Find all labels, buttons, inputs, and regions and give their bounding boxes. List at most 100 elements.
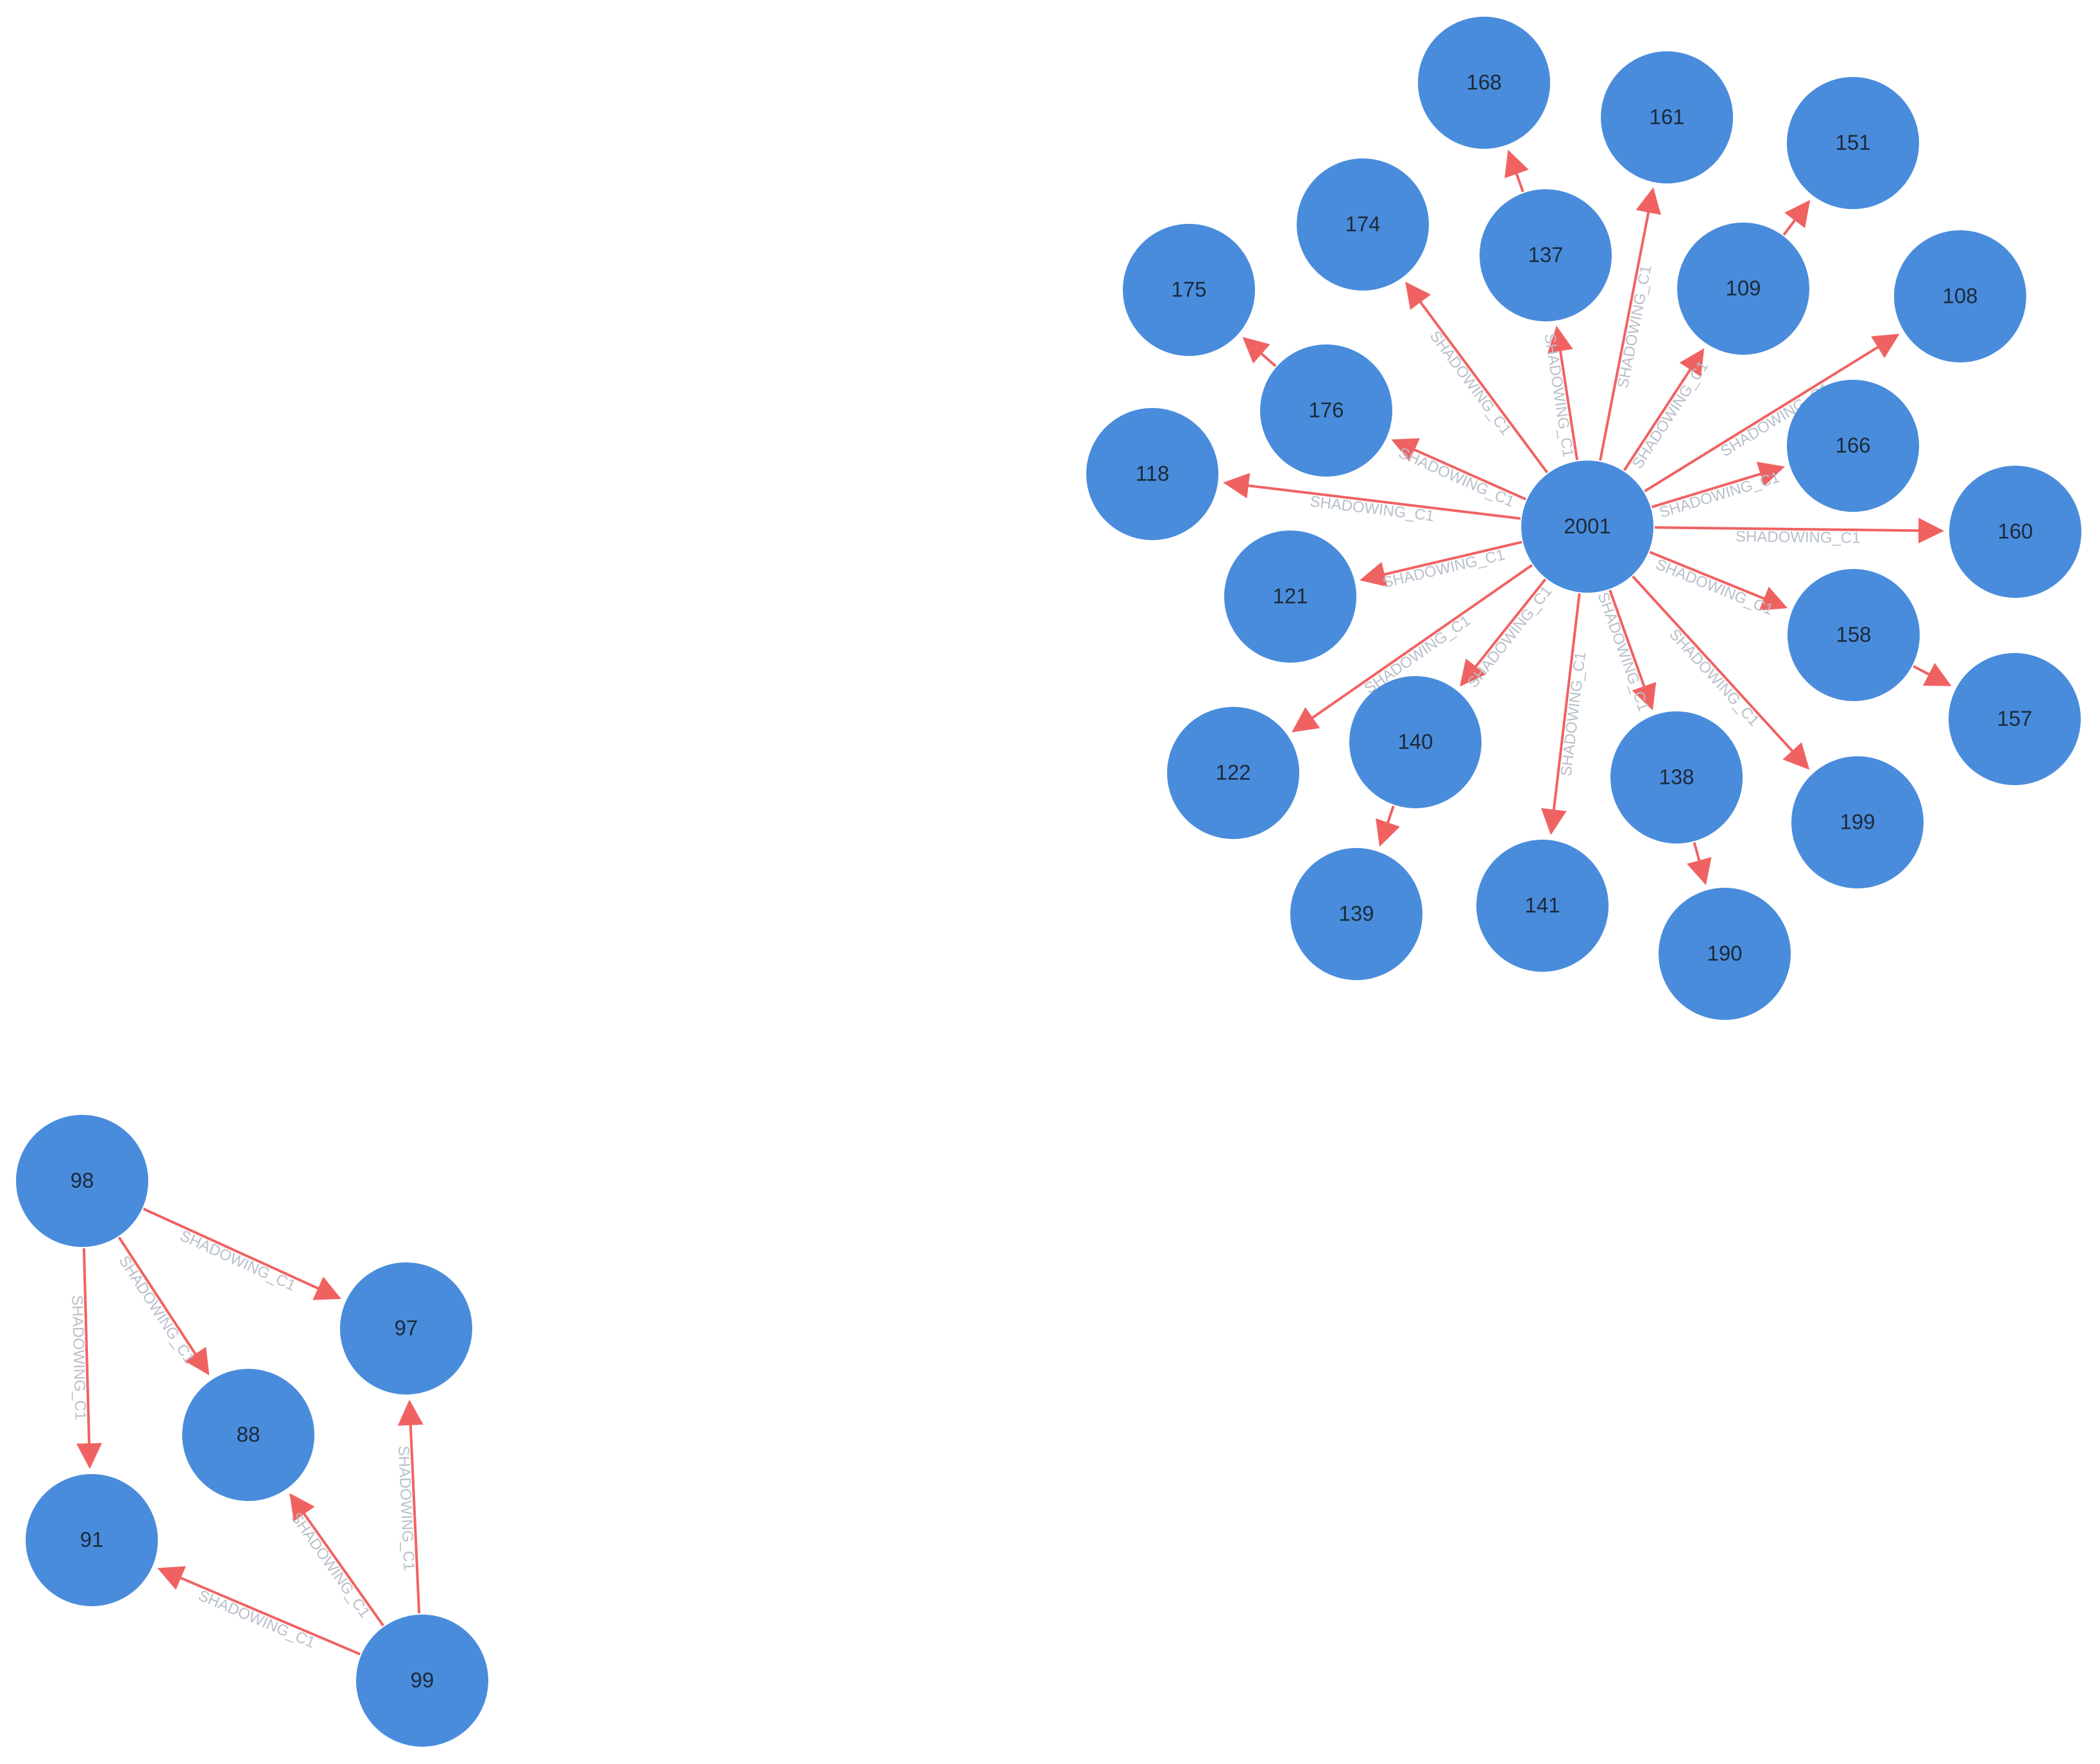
node-circle[interactable] <box>1791 756 1924 888</box>
node-91[interactable]: 91 <box>26 1474 158 1606</box>
node-circle[interactable] <box>1297 158 1429 291</box>
node-160[interactable]: 160 <box>1949 466 2081 598</box>
node-138[interactable]: 138 <box>1610 711 1743 844</box>
node-137[interactable]: 137 <box>1480 189 1612 321</box>
edge-label: SHADOWING_C1 <box>1594 590 1652 713</box>
node-98[interactable]: 98 <box>16 1115 148 1247</box>
node-circle[interactable] <box>1349 676 1481 808</box>
edge-2001-108[interactable] <box>1644 334 1900 493</box>
edge-label: SHADOWING_C1 <box>1653 555 1776 618</box>
node-139[interactable]: 139 <box>1290 848 1422 980</box>
node-circle[interactable] <box>1123 224 1255 356</box>
edge-label: SHADOWING_C1 <box>115 1253 198 1367</box>
node-118[interactable]: 118 <box>1086 408 1218 540</box>
edge-label: SHADOWING_C1 <box>1629 358 1712 472</box>
node-circle[interactable] <box>1949 466 2081 598</box>
node-97[interactable]: 97 <box>340 1262 472 1395</box>
node-174[interactable]: 174 <box>1297 158 1429 291</box>
edge-99-88[interactable] <box>289 1493 384 1627</box>
edge-label: SHADOWING_C1 <box>196 1587 318 1652</box>
edge-2001-138[interactable] <box>1609 589 1657 711</box>
node-157[interactable]: 157 <box>1949 653 2081 785</box>
edge-2001-121[interactable] <box>1360 541 1523 587</box>
edge-2001-160[interactable] <box>1654 518 1945 544</box>
edge-2001-109[interactable] <box>1623 348 1705 471</box>
edge-label: SHADOWING_C1 <box>1381 546 1507 591</box>
node-175[interactable]: 175 <box>1123 224 1255 356</box>
edge-99-91[interactable] <box>157 1566 361 1656</box>
node-circle[interactable] <box>1167 707 1299 839</box>
node-88[interactable]: 88 <box>182 1369 314 1501</box>
node-circle[interactable] <box>1086 408 1218 540</box>
edge-2001-141[interactable] <box>1541 593 1581 835</box>
edge-2001-137[interactable] <box>1548 325 1579 461</box>
node-circle[interactable] <box>1601 51 1733 183</box>
node-circle[interactable] <box>1788 569 1920 701</box>
node-151[interactable]: 151 <box>1787 77 1919 209</box>
edge-137-168[interactable] <box>1504 149 1529 192</box>
edge-label: SHADOWING_C1 <box>1309 493 1435 525</box>
node-circle[interactable] <box>356 1615 488 1747</box>
node-2001[interactable]: 2001 <box>1521 461 1653 593</box>
edge-98-97[interactable] <box>142 1207 341 1300</box>
node-190[interactable]: 190 <box>1659 888 1791 1020</box>
edge-2001-158[interactable] <box>1649 550 1788 611</box>
node-166[interactable]: 166 <box>1787 380 1919 512</box>
node-circle[interactable] <box>1949 653 2081 785</box>
node-109[interactable]: 109 <box>1677 223 1809 355</box>
edge-label: SHADOWING_C1 <box>1657 468 1782 522</box>
node-168[interactable]: 168 <box>1418 17 1550 149</box>
node-121[interactable]: 121 <box>1224 530 1356 663</box>
edge-label: SHADOWING_C1 <box>177 1227 298 1294</box>
node-circle[interactable] <box>1224 530 1356 663</box>
node-circle[interactable] <box>16 1115 148 1247</box>
node-161[interactable]: 161 <box>1601 51 1733 183</box>
node-141[interactable]: 141 <box>1476 840 1609 972</box>
node-circle[interactable] <box>1418 17 1550 149</box>
edge-2001-176[interactable] <box>1391 438 1526 501</box>
node-circle[interactable] <box>1476 840 1609 972</box>
node-circle[interactable] <box>1677 223 1809 355</box>
node-158[interactable]: 158 <box>1788 569 1920 701</box>
node-circle[interactable] <box>1659 888 1791 1020</box>
node-circle[interactable] <box>1480 189 1612 321</box>
node-199[interactable]: 199 <box>1791 756 1924 888</box>
edge-99-97[interactable] <box>397 1399 423 1614</box>
edge-176-175[interactable] <box>1242 337 1277 368</box>
edge-2001-161[interactable] <box>1599 187 1661 461</box>
node-140[interactable]: 140 <box>1349 676 1481 808</box>
node-circle[interactable] <box>1787 380 1919 512</box>
edge-label: SHADOWING_C1 <box>1464 583 1556 691</box>
node-circle[interactable] <box>182 1369 314 1501</box>
node-circle[interactable] <box>1290 848 1422 980</box>
node-circle[interactable] <box>1894 230 2026 362</box>
edge-2001-140[interactable] <box>1460 578 1547 687</box>
edge-2001-122[interactable] <box>1292 564 1533 733</box>
node-circle[interactable] <box>1787 77 1919 209</box>
node-122[interactable]: 122 <box>1167 707 1299 839</box>
node-circle[interactable] <box>1610 711 1743 844</box>
node-circle[interactable] <box>1260 344 1392 477</box>
edge-2001-174[interactable] <box>1405 282 1548 473</box>
edge-109-151[interactable] <box>1782 199 1811 236</box>
edge-158-157[interactable] <box>1913 663 1952 686</box>
edge-2001-118[interactable] <box>1223 473 1521 520</box>
edge-98-91[interactable] <box>76 1248 102 1470</box>
edge-label: SHADOWING_C1 <box>1426 328 1515 438</box>
edge-98-88[interactable] <box>117 1236 210 1376</box>
edge-2001-166[interactable] <box>1651 461 1785 509</box>
node-99[interactable]: 99 <box>356 1615 488 1747</box>
node-circle[interactable] <box>26 1474 158 1606</box>
edge-2001-199[interactable] <box>1632 575 1810 770</box>
edge-138-190[interactable] <box>1686 842 1712 885</box>
edge-label: SHADOWING_C1 <box>287 1509 374 1622</box>
node-circle[interactable] <box>340 1262 472 1395</box>
edge-140-139[interactable] <box>1376 805 1400 847</box>
edge-label: SHADOWING_C1 <box>1396 444 1517 511</box>
node-176[interactable]: 176 <box>1260 344 1392 477</box>
node-circle[interactable] <box>1521 461 1653 593</box>
node-108[interactable]: 108 <box>1894 230 2026 362</box>
